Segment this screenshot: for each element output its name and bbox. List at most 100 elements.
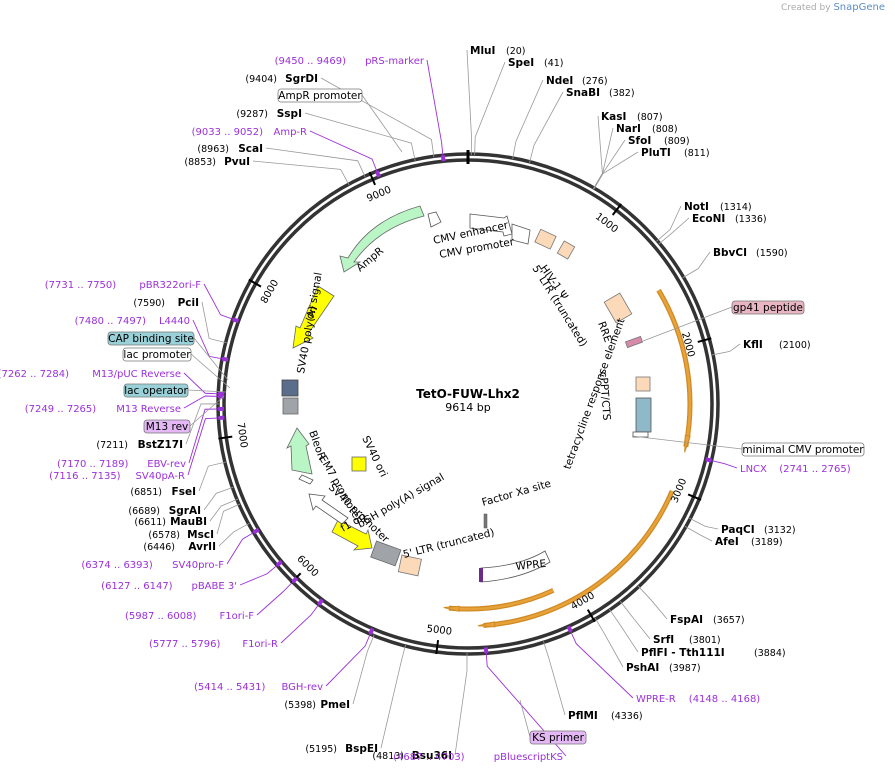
site-avrii[interactable]: AvrII(6446) (143, 522, 250, 553)
primer-name: L4440 (159, 316, 190, 327)
primer-pbluescriptks[interactable]: pBluescriptKS(4687 .. 4703) (393, 647, 567, 763)
site-bspei[interactable]: BspEI(5195) (305, 644, 406, 755)
primer-lncx[interactable]: LNCX(2741 .. 2765) (705, 457, 851, 475)
primer-f1ori-f[interactable]: F1ori-F(5987 .. 6008) (125, 576, 299, 622)
snapgene-brand: SnapGene (833, 2, 885, 13)
feature-tre[interactable] (635, 397, 652, 433)
primer-leader (192, 319, 226, 360)
feature-cmv-promoter[interactable] (511, 223, 531, 245)
site-bbvci[interactable]: BbvCI(1590) (682, 247, 788, 279)
boxed-label-lac-operator[interactable]: lac operator (123, 383, 227, 398)
feature-orange-cw-2[interactable] (477, 490, 675, 628)
site-paqci[interactable]: PaqCI (3132) (689, 517, 796, 536)
feature-sv40-polya[interactable] (282, 397, 299, 415)
boxed-label-text: gp41 peptide (733, 302, 803, 314)
feature-ltr-5[interactable] (534, 228, 557, 250)
boxed-label-frame (107, 331, 195, 346)
feature-orange-inner[interactable] (443, 588, 555, 612)
primer-m13-puc-reverse[interactable]: M13/pUC Reverse(7262 .. 7284) (0, 369, 225, 397)
site-name: PaqCI (721, 524, 755, 536)
primer-m13-reverse[interactable]: M13 Reverse(7249 .. 7265) (25, 394, 225, 415)
feature-rre[interactable] (603, 292, 633, 324)
boxed-label-m13-rev[interactable]: M13 rev (143, 395, 225, 434)
primer-name: Amp-R (274, 127, 308, 138)
site-scai[interactable]: ScaI(8963) (197, 143, 366, 178)
site-srfi[interactable]: SrfI(3801) (619, 600, 721, 646)
boxed-label-gp41-peptide[interactable]: gp41 peptide (642, 300, 805, 342)
feature-ori-arrow[interactable] (292, 285, 335, 349)
boxed-label-ampr-promoter[interactable]: AmpR promoter (277, 88, 403, 153)
primer-mark (252, 527, 260, 535)
feature-sv40-ori[interactable] (351, 456, 367, 472)
feature-ltr-5-3[interactable] (397, 554, 422, 577)
feature-hiv-psi[interactable] (556, 240, 576, 260)
feature-body (448, 589, 554, 611)
boxed-label-cap-binding-site[interactable]: CAP binding site (107, 331, 229, 381)
primer-name: SV40pro-F (172, 560, 224, 571)
primer-sv40pro-f[interactable]: SV40pro-F(6374 .. 6393) (81, 527, 260, 571)
site-kfli[interactable]: KflI(2100) (712, 339, 811, 356)
feature-cmv-enhancer[interactable] (469, 213, 513, 237)
site-position: (3132) (764, 525, 796, 536)
site-spei[interactable]: SpeI(41) (474, 57, 564, 156)
site-pcii[interactable]: PciI(7590) (133, 297, 227, 344)
feature-bgh[interactable] (370, 540, 402, 567)
feature-em7[interactable] (298, 474, 314, 485)
site-sgrai[interactable]: SgrAI(6689) (128, 486, 234, 517)
feature-orange-cw[interactable] (656, 288, 693, 453)
site-bstz17i[interactable]: BstZ17I(7211) (96, 403, 220, 451)
site-sfoi[interactable]: SfoI(809) (593, 135, 690, 190)
primer-prs-marker[interactable]: pRS-marker(9450 .. 9469) (275, 56, 446, 162)
primer-amp-r[interactable]: Amp-R(9033 .. 9052) (192, 127, 381, 178)
site-maubi[interactable]: MauBI(6611) (134, 498, 239, 528)
feature-lac-cluster[interactable] (281, 379, 299, 397)
primer-pbabe-3[interactable]: pBABE 3'(6127 .. 6147) (101, 559, 283, 592)
primer-f1ori-r[interactable]: F1ori-R(5777 .. 5796) (149, 598, 324, 650)
site-pmei[interactable]: PmeI(5398) (284, 634, 375, 711)
site-bsu36i[interactable]: Bsu36I(4813) (372, 652, 468, 762)
boxed-label-lac-promoter[interactable]: lac promoter (122, 347, 231, 389)
site-fsei[interactable]: FseI(6851) (130, 461, 226, 498)
feature-sv40-promoter[interactable] (308, 493, 349, 525)
feature-ampr-arrow[interactable] (339, 205, 425, 273)
site-msci[interactable]: MscI(6578) (148, 503, 241, 541)
feature-factor-xa[interactable] (483, 513, 488, 529)
site-fspai[interactable]: FspAI(3657) (637, 585, 745, 626)
site-name: AfeI (715, 536, 739, 548)
primer-leader (309, 130, 379, 175)
site-pshai[interactable]: PshAI(3987) (594, 617, 701, 674)
site-pluti[interactable]: PluTI(811) (593, 147, 710, 190)
feature-ampr-promoter[interactable] (427, 211, 442, 228)
site-snabi[interactable]: SnaBI(382) (529, 87, 635, 163)
site-noti[interactable]: NotI(1314) (656, 201, 752, 242)
primer-wpre-r[interactable]: WPRE-R(4148 .. 4168) (566, 625, 761, 705)
site-afei[interactable]: AfeI(3189) (684, 525, 783, 548)
feature-cppt[interactable] (635, 376, 651, 392)
site-pvui[interactable]: PvuI(8853) (184, 156, 350, 186)
feature-wpre-mark[interactable] (479, 568, 483, 582)
site-pflmi[interactable]: PflMI(4336) (543, 641, 643, 722)
primer-sv40pa-r[interactable]: SV40pA-R(7116 .. 7135) (49, 415, 225, 482)
site-sspi[interactable]: SspI(9287) (236, 108, 416, 161)
primer-range: (4148 .. 4168) (689, 694, 761, 705)
site-position: (7211) (96, 440, 128, 451)
site-position: (8853) (184, 157, 216, 168)
feature-f1-ori[interactable] (331, 519, 373, 551)
site-mlui[interactable]: MluI(20) (466, 45, 526, 156)
primer-pbr322ori-f[interactable]: pBR322ori-F(7731 .. 7750) (45, 280, 240, 324)
boxed-label-minimal-cmv-promoter[interactable]: minimal CMV promoter (631, 435, 865, 457)
tick-mark (611, 203, 623, 216)
site-econi[interactable]: EcoNI(1336) (658, 213, 767, 245)
primer-bgh-rev[interactable]: BGH-rev(5414 .. 5431) (194, 627, 375, 693)
boxed-label-ks-primer[interactable]: KS primer (519, 699, 587, 745)
site-pflfi-tth111i[interactable]: PflFI - Tth111I(3884) (608, 608, 786, 659)
primer-range: (4687 .. 4703) (393, 752, 465, 763)
site-name: SnaBI (566, 87, 600, 99)
primer-name: EBV-rev (147, 459, 186, 470)
site-ndei[interactable]: NdeI(276) (512, 75, 608, 160)
primer-name: BGH-rev (281, 682, 323, 693)
primer-ebv-rev[interactable]: EBV-rev(7170 .. 7189) (57, 406, 225, 470)
feature-gp41[interactable] (624, 335, 644, 349)
feature-wpre[interactable] (480, 550, 551, 583)
feature-bleor[interactable] (286, 427, 313, 475)
